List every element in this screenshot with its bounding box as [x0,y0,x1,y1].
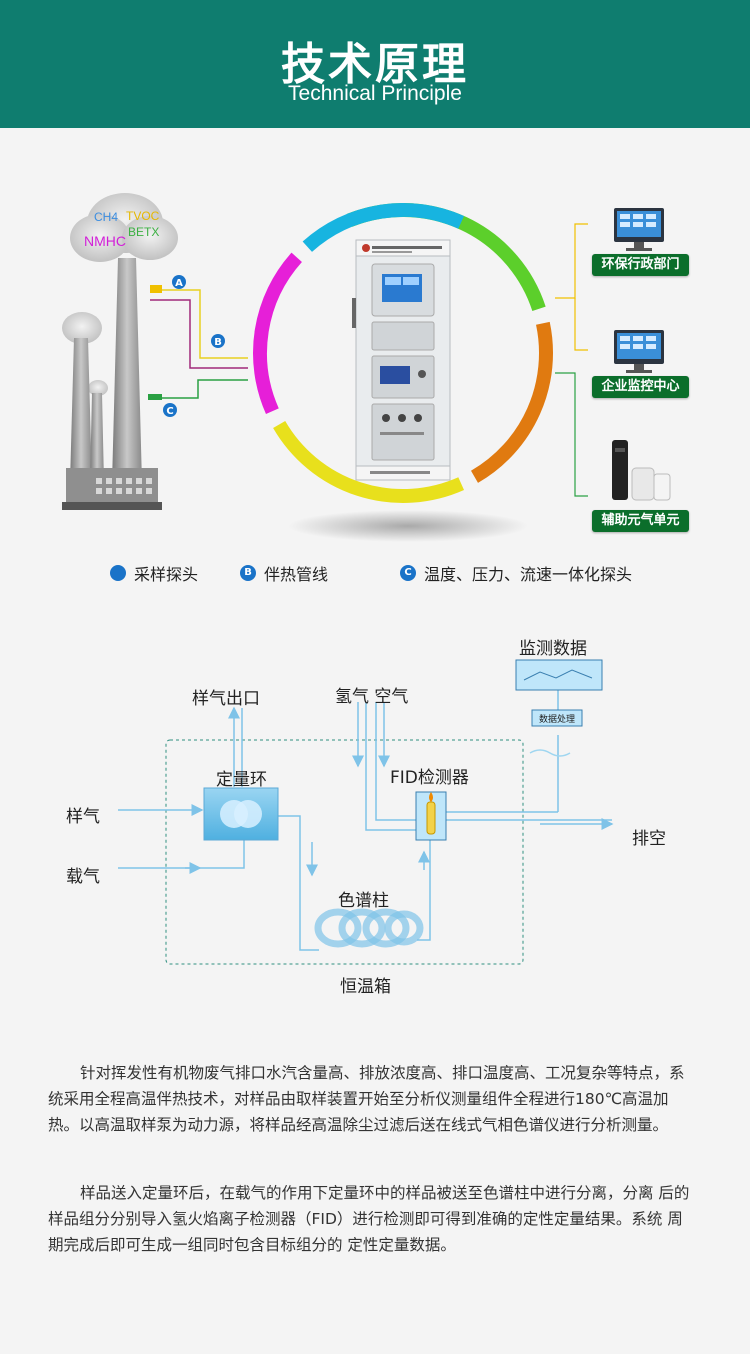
legend-dot-icon [110,565,126,581]
label-hydrogen-air: 氢气 空气 [335,687,409,707]
page-subtitle: Technical Principle [288,82,462,105]
system-overview: CH4 TVOC BETX NMHC A B C [0,128,750,608]
flow-diagram: 数据处理 监测数据 样气出口 氢气 空气 定量环 FID检测器 样气 载气 排空… [0,620,750,1020]
label-exhaust: 排空 [632,829,666,849]
ring-segment [302,203,465,252]
legend-dot-icon: B [240,565,256,581]
flow-diagram-lines: 数据处理 [118,659,614,965]
svg-text:A: A [175,278,183,289]
cloud-label-tvoc: TVOC [126,209,160,223]
chromatographic-column [314,908,424,948]
label-carrier-gas: 载气 [66,867,100,887]
monitor-data-panel [515,659,603,691]
color-ring [253,203,553,503]
legend-integrated-probe: C 温度、压力、流速一体化探头 [400,561,632,585]
data-processing-label: 数据处理 [539,713,575,725]
label-fid-detector: FID检测器 [390,768,469,788]
ring-segment [470,321,553,483]
legend-label: 温度、压力、流速一体化探头 [424,565,633,584]
label-oven: 恒温箱 [340,977,391,997]
overview-diagram: CH4 TVOC BETX NMHC A B C [62,193,671,542]
description-paragraph-2: 样品送入定量环后，在载气的作用下定量环中的样品被送至色谱柱中进行分离，分离 后的… [48,1184,690,1254]
label-quantitative-loop: 定量环 [216,770,267,790]
cloud-label-nmhc: NMHC [84,233,126,249]
monitor-icon-1 [614,208,664,251]
label-monitor-data: 监测数据 [519,639,587,659]
label-sample-gas: 样气 [66,807,100,827]
marker-a: A [172,275,186,289]
factory-illustration [62,193,178,510]
target-environmental-dept: 环保行政部门 [592,254,689,276]
svg-text:C: C [166,406,173,417]
ring-shadow [288,510,528,542]
probe-c [148,394,162,400]
cloud-label-ch4: CH4 [94,210,118,224]
marker-c: C [163,403,177,417]
auxiliary-unit-icon [612,440,671,501]
target-lines [555,223,588,497]
ring-segment [253,252,302,415]
legend-label: 伴热管线 [264,565,329,584]
legend-dot-icon: C [400,565,416,581]
legend-heat-trace: B 伴热管线 [240,561,328,585]
target-auxiliary-unit: 辅助元气单元 [592,510,689,532]
description-paragraph-1: 针对挥发性有机物废气排口水汽含量高、排放浓度高、排口温度高、工况复杂等特点，系统… [48,1064,685,1134]
legend-sampling-probe: 采样探头 [110,561,198,585]
legend-label: 采样探头 [134,565,199,584]
label-sample-outlet: 样气出口 [192,689,260,709]
ring-segment [273,420,465,503]
page-title: 技术原理 [281,39,469,90]
monitor-trend-line [523,669,593,681]
page-header: 技术原理 Technical Principle [0,0,750,128]
probe-lines [150,289,248,399]
label-column: 色谱柱 [338,891,389,911]
probe-a [150,285,162,293]
target-enterprise-center: 企业监控中心 [592,376,689,398]
data-processing-box [531,709,583,727]
svg-text:B: B [214,337,222,348]
cloud-label-betx: BETX [128,225,159,239]
analyzer-cabinet [352,239,451,481]
monitor-icon-2 [614,330,664,373]
flow-lines [118,690,614,951]
oven-boundary [165,739,524,965]
marker-b: B [211,334,225,348]
